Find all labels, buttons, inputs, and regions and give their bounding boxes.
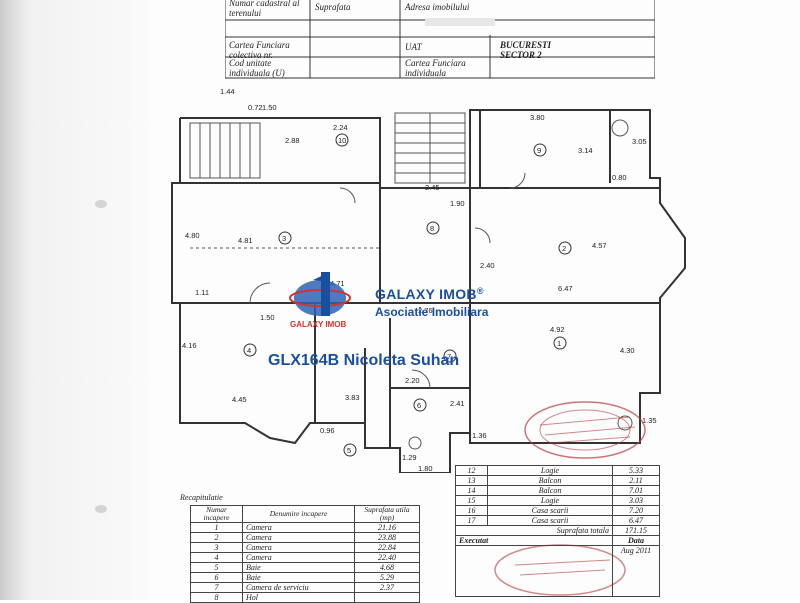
- svg-text:9: 9: [537, 146, 541, 155]
- svg-text:7: 7: [447, 352, 451, 361]
- svg-text:8: 8: [430, 224, 434, 233]
- recap-table: Recapitulatie Numar incapere Denumire in…: [180, 493, 420, 603]
- dim-label: 6.47: [558, 284, 573, 293]
- page-shadow: [0, 0, 150, 600]
- official-stamp: [524, 401, 646, 459]
- logo-subtitle: Asociatie Imobiliara: [375, 305, 489, 319]
- dim-label: 1.50: [260, 313, 275, 322]
- dim-label: 4.81: [238, 236, 253, 245]
- dim-label: 4.57: [592, 241, 607, 250]
- dim-label: 4.92: [550, 325, 565, 334]
- recap-header-row: Numar incapere Denumire incapere Suprafa…: [190, 505, 420, 523]
- dim-label: 1.35: [642, 416, 657, 425]
- dim-label: 1.90: [450, 199, 465, 208]
- dimension-labels: 1.44 0.72 1.50 2.88 2.24 3.80 3.14 3.05 …: [182, 87, 657, 473]
- floor-plan-drawing: 1 2 3 4 5 6 7 8 9 10: [171, 87, 686, 474]
- dim-label: 2.88: [285, 136, 300, 145]
- svg-text:6: 6: [417, 401, 421, 410]
- dim-label: 3.83: [345, 393, 360, 402]
- dim-label: 1.29: [402, 453, 417, 462]
- punch-hole-top: [95, 200, 107, 208]
- dim-label: 1.44: [220, 88, 235, 96]
- header-suprafata: Suprafata: [315, 2, 351, 12]
- dim-label: 0.72: [248, 103, 263, 112]
- recap-grid: Numar incapere Denumire incapere Suprafa…: [190, 505, 420, 603]
- header-cf-colectiva: Cartea Funciara colectiva nr.: [229, 40, 290, 60]
- dim-label: 4.80: [185, 231, 200, 240]
- header-bucuresti: BUCURESTI SECTOR 2: [500, 40, 552, 60]
- dim-label: 4.16: [182, 341, 197, 350]
- dim-label: 2.45: [425, 183, 440, 192]
- svg-text:5: 5: [347, 446, 351, 455]
- header-cadastral: Numar cadastral al terenului: [229, 0, 300, 18]
- svg-text:2: 2: [562, 244, 566, 253]
- header-cod-unitate: Cod unitate individuala (U): [229, 58, 285, 78]
- dim-label: 2.24: [333, 123, 348, 132]
- dim-label: 2.20: [405, 376, 420, 385]
- recap-col-area: Suprafata utila (mp): [354, 505, 420, 523]
- dim-label: 1.80: [418, 464, 433, 473]
- room-numbers: 1 2 3 4 5 6 7 8 9 10: [243, 133, 572, 457]
- dim-label: 4.30: [620, 346, 635, 355]
- agent-watermark: GLX164B Nicoleta Suhan: [268, 352, 460, 369]
- svg-text:3: 3: [282, 234, 286, 243]
- recap-title: Recapitulatie: [180, 493, 223, 502]
- dim-label: 3.05: [632, 137, 647, 146]
- dim-label: 0.80: [612, 173, 627, 182]
- dim-label: 2.41: [450, 399, 465, 408]
- registered-mark: ®: [476, 286, 484, 296]
- date-row: Aug 2011: [455, 545, 660, 597]
- dim-label: 0.96: [320, 426, 335, 435]
- dim-label: 1.11: [195, 288, 209, 297]
- recap-col-number: Numar incapere: [190, 505, 243, 523]
- header-uat: UAT: [405, 42, 422, 52]
- dim-label: 4.45: [232, 395, 247, 404]
- dim-label: 3.80: [530, 113, 545, 122]
- header-cf-individuala: Cartea Funciara individuala: [405, 58, 466, 78]
- galaxy-logo-graphic: [285, 270, 355, 330]
- dim-label: 2.40: [480, 261, 495, 270]
- svg-text:4: 4: [247, 346, 251, 355]
- logo-name: GALAXY IMOB®: [375, 286, 484, 302]
- dim-label: 1.36: [472, 431, 487, 440]
- logo-small-text: GALAXY IMOB: [290, 320, 347, 329]
- floor-plan: 1 2 3 4 5 6 7 8 9 10: [150, 87, 710, 474]
- svg-text:10: 10: [338, 136, 346, 145]
- globe-icon: [289, 272, 351, 316]
- dim-label: 2.76: [418, 306, 433, 315]
- header-adresa: Adresa imobilului: [405, 2, 470, 12]
- dim-label: 4.71: [330, 279, 345, 288]
- dim-label: 1.50: [262, 103, 277, 112]
- svg-text:1: 1: [557, 339, 561, 348]
- cadastral-header-table: Numar cadastral al terenului Suprafata A…: [224, 0, 656, 90]
- dim-label: 3.14: [578, 146, 593, 155]
- recap-col-name: Denumire incapere: [242, 505, 355, 523]
- punch-hole-bottom: [95, 505, 107, 513]
